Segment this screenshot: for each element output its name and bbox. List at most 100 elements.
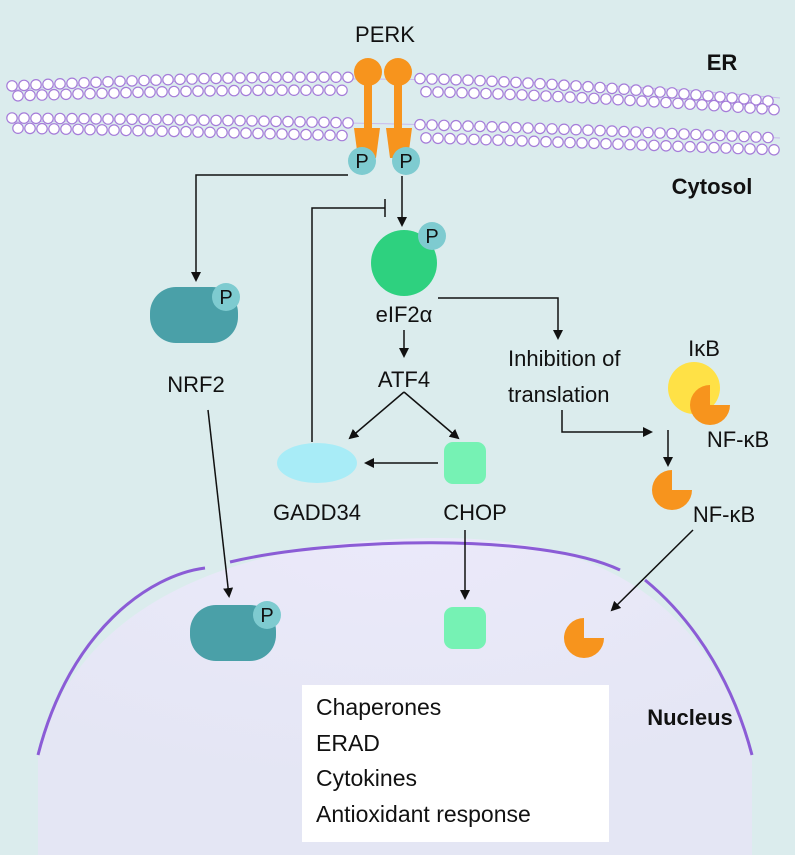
phospholipid-head xyxy=(564,91,576,103)
phospholipid-head xyxy=(612,138,624,150)
phospholipid-head xyxy=(306,116,318,128)
phospholipid-head xyxy=(426,119,438,131)
phospholipid-head xyxy=(432,132,444,145)
phospholipid-head xyxy=(636,95,648,107)
phospholipid-head xyxy=(186,114,198,126)
phospholipid-head xyxy=(618,83,630,95)
phospholipid-head xyxy=(168,85,180,98)
ikb-label: IκB xyxy=(688,336,720,361)
phospholipid-head xyxy=(36,122,48,135)
phospholipid-head xyxy=(582,124,594,136)
phospholipid-head xyxy=(318,116,330,129)
phospholipid-head xyxy=(36,89,48,101)
phospholipid-head xyxy=(444,132,456,145)
phospholipid-head xyxy=(528,135,540,148)
phospholipid-head xyxy=(336,84,348,97)
phospholipid-head xyxy=(426,73,438,85)
phospholipid-head xyxy=(666,87,678,99)
phospholipid-head xyxy=(264,127,276,140)
phospholipid-head xyxy=(768,103,780,116)
phospholipid-head xyxy=(168,125,180,138)
phospholipid-head xyxy=(468,87,480,99)
perk-head-left xyxy=(354,58,382,86)
phospholipid-head xyxy=(450,119,462,132)
phospholipid-head xyxy=(138,113,150,126)
arrow-eif2a-to-inhibition xyxy=(438,297,563,340)
phospholipid-head xyxy=(294,71,306,83)
eif2a-label: eIF2α xyxy=(376,302,433,327)
phospholipid-head xyxy=(312,84,324,96)
target-genes-background xyxy=(302,685,609,842)
phospholipid-head xyxy=(474,74,486,87)
phospholipid-head xyxy=(84,123,96,136)
phospholipid-head xyxy=(450,74,462,86)
arrow-nfkb-to-nucleus xyxy=(610,529,694,612)
phospholipid-head xyxy=(324,84,336,96)
phospholipid-head xyxy=(228,127,240,139)
phospholipid-head xyxy=(282,71,294,84)
phospholipid-head xyxy=(150,113,162,126)
inhibition-label-line2: translation xyxy=(508,382,610,407)
phospholipid-head xyxy=(6,112,18,124)
nfkb-free-label: NF-κB xyxy=(693,502,755,527)
phospholipid-head xyxy=(756,103,768,115)
phospholipid-head xyxy=(204,126,216,139)
phospholipid-head xyxy=(342,71,354,84)
phospholipid-head xyxy=(48,88,60,101)
target-genes-box: Chaperones ERAD Cytokines Antioxidant re… xyxy=(302,685,609,842)
phospholipid-head xyxy=(474,120,486,133)
phospholipid-head xyxy=(504,134,516,147)
phospholipid-head xyxy=(516,135,528,147)
phospholipid-head xyxy=(720,100,732,113)
phospholipid-head xyxy=(660,140,672,152)
phospholipid-head xyxy=(696,141,708,153)
phospholipid-head xyxy=(324,129,336,141)
phospholipid-head xyxy=(648,96,660,108)
phospholipid-head xyxy=(96,124,108,136)
phospholipid-head xyxy=(6,80,18,92)
cytosol-label: Cytosol xyxy=(672,174,753,199)
phospholipid-head xyxy=(210,72,222,85)
phospholipid-head xyxy=(642,126,654,139)
phospholipid-head xyxy=(732,142,744,155)
nfkb-nuclear-protein xyxy=(564,618,604,658)
phospholipid-head xyxy=(702,129,714,141)
eif2a-node: P xyxy=(371,222,446,296)
perk-stalk-left xyxy=(364,82,372,142)
phospholipid-head xyxy=(612,93,624,106)
phospholipid-head xyxy=(288,128,300,141)
phospholipid-head xyxy=(438,73,450,86)
target-gene-item: Antioxidant response xyxy=(316,801,531,827)
phospholipid-head xyxy=(210,114,222,127)
atf4-label: ATF4 xyxy=(378,367,430,392)
arrows xyxy=(191,174,694,612)
phospholipid-head xyxy=(228,84,240,97)
target-gene-item: Chaperones xyxy=(316,694,441,720)
phospholipid-head xyxy=(246,115,258,127)
phospholipid-head xyxy=(522,77,534,89)
phospholipid-head xyxy=(642,85,654,97)
nfkb-bound-protein xyxy=(690,385,730,425)
phospholipid-head xyxy=(330,116,342,129)
phospholipid-head xyxy=(588,137,600,150)
phospholipid-head xyxy=(606,125,618,137)
phospholipid-head xyxy=(288,84,300,96)
phospholipid-head xyxy=(684,140,696,153)
phospholipid-head xyxy=(240,127,252,139)
phospholipid-head xyxy=(558,123,570,136)
phospholipid-head xyxy=(552,90,564,103)
phospholipid-head xyxy=(492,134,504,146)
phospholipid-head xyxy=(174,114,186,126)
phospholipid-head xyxy=(462,74,474,86)
phospholipid-head xyxy=(42,78,54,91)
phospholipid-head xyxy=(120,124,132,137)
phospholipid-head xyxy=(456,133,468,145)
phospholipid-head xyxy=(252,127,264,140)
phospholipid-head xyxy=(534,122,546,135)
phospholipid-head xyxy=(414,118,426,131)
target-gene-item: ERAD xyxy=(316,730,380,756)
phospholipid-head xyxy=(486,121,498,133)
phospholipid-head xyxy=(762,131,774,144)
phospholipid-head xyxy=(180,125,192,138)
phospholipid-head xyxy=(582,80,594,93)
